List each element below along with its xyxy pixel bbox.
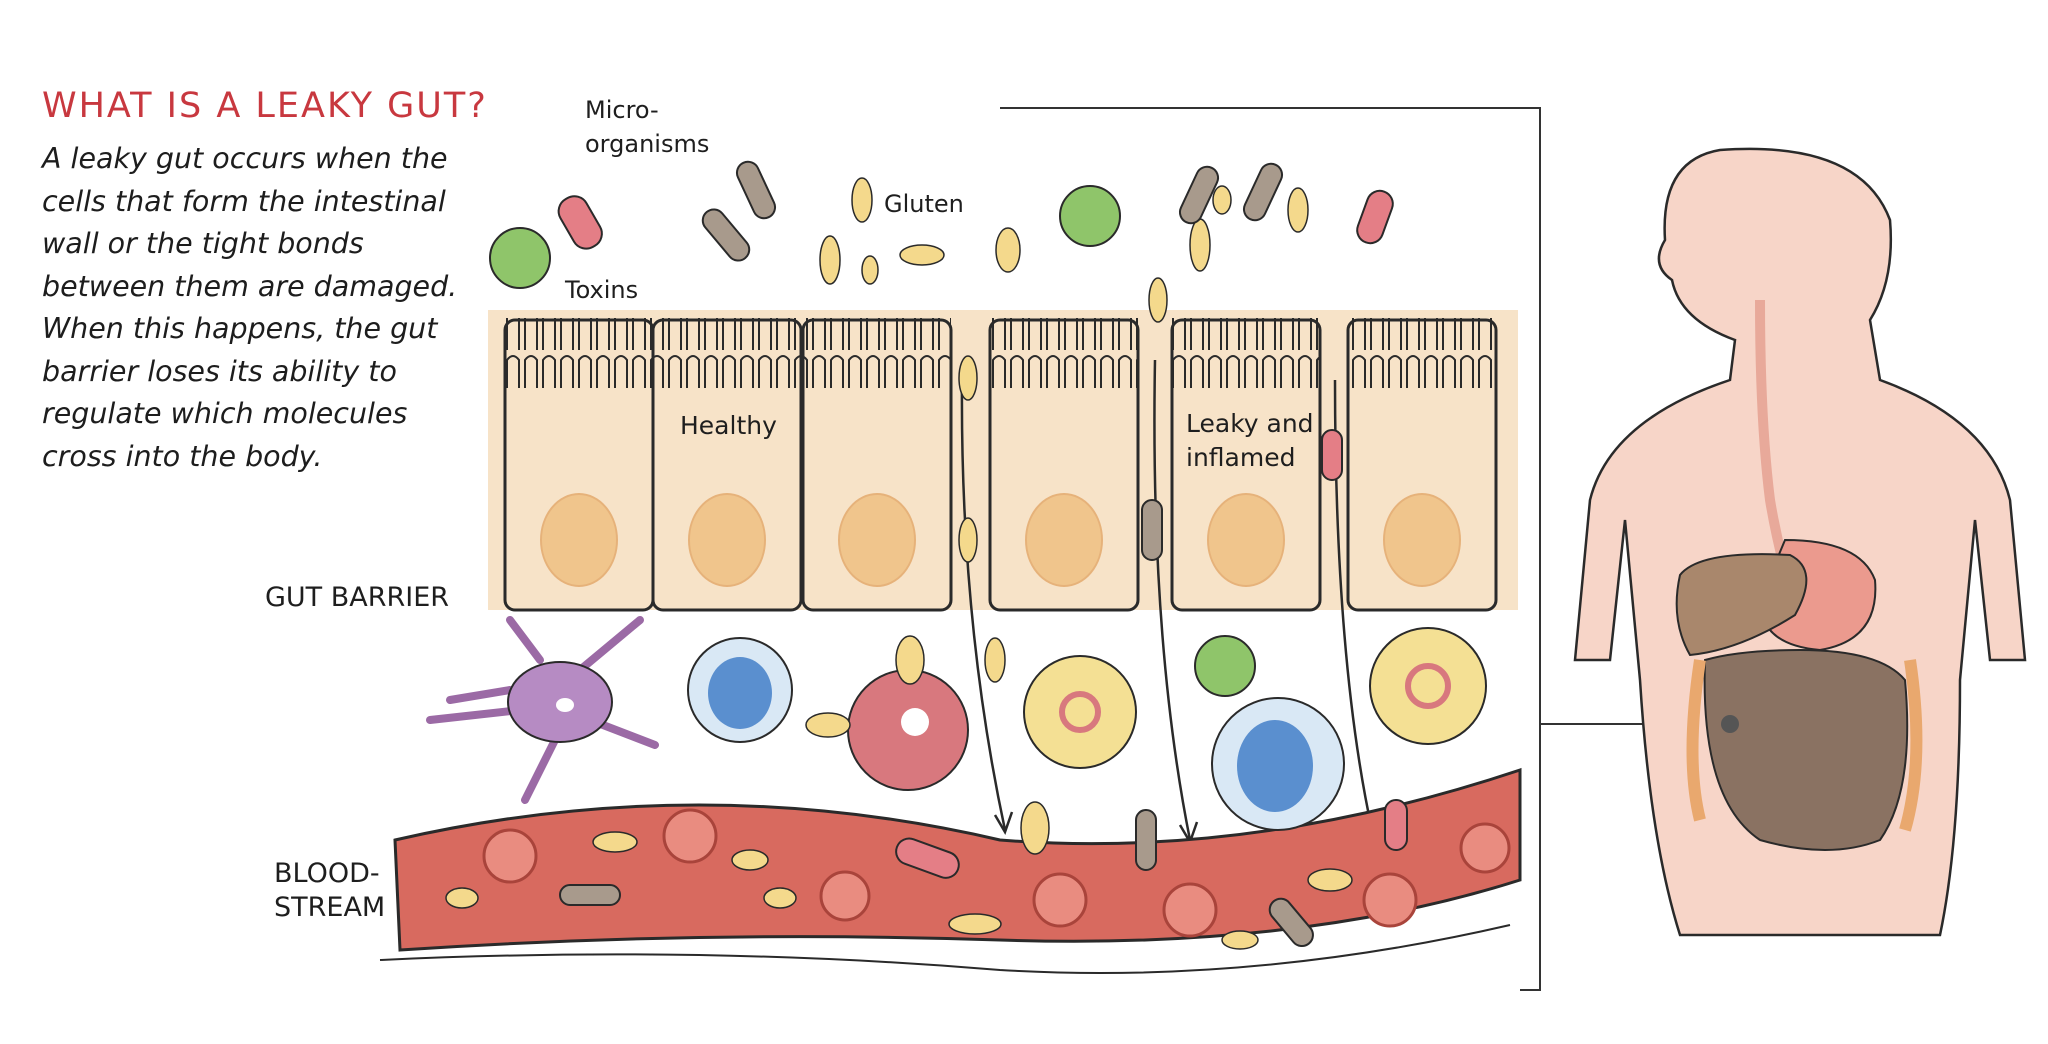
- mast-cell: [1369, 627, 1487, 745]
- macrophage: [847, 669, 969, 791]
- bloodstream-label-line1: BLOOD-: [274, 858, 380, 889]
- intro-text: A leaky gut occurs when the cells that f…: [42, 138, 482, 478]
- gluten-label: Gluten: [884, 190, 964, 218]
- intro-line: A leaky gut occurs when the: [42, 142, 448, 175]
- virus: [489, 227, 551, 289]
- microorganisms-label-line2: organisms: [585, 130, 709, 158]
- lymphocyte: [687, 637, 793, 743]
- leaky-label-line1: Leaky and: [1186, 409, 1314, 438]
- zoom-frame: [1000, 107, 1541, 991]
- intro-line: cross into the body.: [42, 439, 323, 473]
- lymphocyte: [1211, 697, 1345, 831]
- intestines-icon: [1686, 648, 1923, 851]
- bacteria: [559, 160, 1314, 948]
- cell: [503, 318, 655, 612]
- intro-line: regulate which molecules: [42, 397, 408, 430]
- intro-line: barrier loses its ability to: [42, 354, 397, 388]
- gut-barrier: [488, 310, 1518, 612]
- toxins-label: Toxins: [564, 276, 638, 304]
- cell: [1346, 318, 1498, 612]
- cell: [988, 318, 1140, 612]
- dendritic-cell: [426, 616, 659, 804]
- gluten-particles: [445, 177, 1353, 950]
- intro-line: between them are damaged.: [42, 269, 458, 303]
- intro-line: cells that form the intestinal: [42, 184, 446, 218]
- mast-cell: [1023, 655, 1137, 769]
- intro-line: wall or the tight bonds: [42, 227, 364, 260]
- zoom-point: [1721, 715, 1739, 733]
- toxin-worms: [557, 189, 1408, 879]
- cell: [1170, 318, 1322, 612]
- intro-line: When this happens, the gut: [42, 312, 438, 345]
- virus: [1059, 185, 1121, 247]
- virus: [1194, 635, 1256, 697]
- microorganisms-label-line1: Micro-: [585, 96, 659, 124]
- healthy-label: Healthy: [680, 411, 777, 440]
- gut-barrier-label: GUT BARRIER: [265, 582, 449, 613]
- liver-icon: [1675, 553, 1808, 657]
- leaky-label-line2: inflamed: [1186, 443, 1295, 472]
- diagram-title: WHAT IS A LEAKY GUT?: [42, 86, 488, 126]
- cell: [801, 318, 953, 612]
- bloodstream-label-line2: STREAM: [274, 892, 385, 923]
- cell: [651, 318, 803, 612]
